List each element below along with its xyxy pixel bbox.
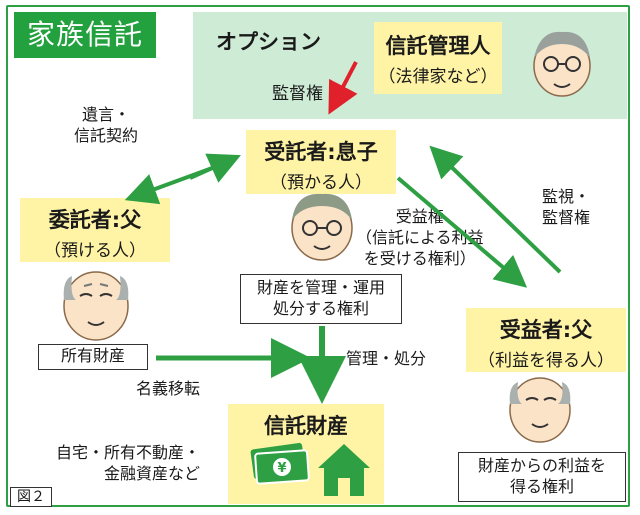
settlor-box: 委託者:父 （預ける人） bbox=[20, 198, 170, 262]
owned-property-box: 所有財産 bbox=[38, 344, 148, 370]
contract-arrow-to-settlor bbox=[124, 165, 216, 205]
beneficiary-father-face-icon bbox=[509, 377, 571, 443]
trustee-box: 受託者:息子 （預かる人） bbox=[246, 130, 396, 194]
option-label: オプション bbox=[216, 30, 321, 54]
beneficiary-sub: （利益を得る人） bbox=[478, 351, 614, 371]
supervision-arrow bbox=[328, 61, 358, 115]
will-contract-label: 遺言・ 信託契約 bbox=[74, 105, 139, 145]
house-icon bbox=[318, 444, 370, 496]
monitor-arrow bbox=[429, 145, 562, 274]
son-face-icon bbox=[291, 193, 353, 261]
diagram-frame bbox=[6, 5, 630, 507]
beneficiary-box: 受益者:父 （利益を得る人） bbox=[466, 308, 626, 372]
settlor-sub: （預ける人） bbox=[44, 241, 146, 261]
trust-property-title: 信託財産 bbox=[264, 414, 348, 438]
trust-manager-face-icon bbox=[533, 31, 591, 97]
beneficiary-title: 受益者:父 bbox=[499, 318, 593, 342]
trust-manager-title: 信託管理人 bbox=[385, 34, 491, 58]
assets-label: 自宅・所有不動産・ 金融資産など bbox=[56, 443, 201, 483]
trustee-right-box: 財産を管理・運用 処分する権利 bbox=[240, 274, 402, 324]
benefit-right-box: 財産からの利益を 得る権利 bbox=[458, 452, 626, 502]
settlor-father-face-icon bbox=[63, 271, 129, 341]
supervision-label: 監督権 bbox=[272, 84, 323, 104]
beneficial-right-arrow bbox=[396, 176, 528, 288]
diagram-title: 家族信託 bbox=[14, 12, 156, 58]
svg-text:¥: ¥ bbox=[277, 461, 286, 476]
trust-manager-sub: （法律家など） bbox=[378, 67, 498, 87]
title-transfer-label: 名義移転 bbox=[136, 379, 201, 398]
beneficial-right-label: 受益権 （信託による利益 を受ける権利） bbox=[356, 207, 484, 268]
figure-number: 図２ bbox=[10, 487, 52, 507]
monitor-label: 監視・ 監督権 bbox=[542, 187, 591, 227]
manage-dispose-label: 管理・処分 bbox=[346, 349, 427, 368]
money-icon: ¥ bbox=[250, 442, 310, 485]
trust-manager-box: 信託管理人 （法律家など） bbox=[374, 22, 502, 94]
trustee-sub: （預かる人） bbox=[270, 173, 372, 193]
trustee-title: 受託者:息子 bbox=[264, 140, 378, 164]
settlor-title: 委託者:父 bbox=[48, 208, 142, 232]
